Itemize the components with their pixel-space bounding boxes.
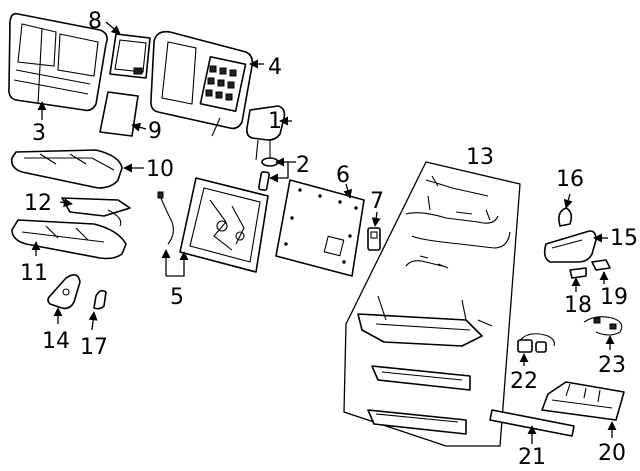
callout-19: 19 [600,285,628,310]
frame-grid [205,65,237,101]
callout-20: 20 [598,441,626,466]
part-1-headrest [246,105,286,161]
leader-5b [166,251,189,277]
callout-14: 14 [42,329,70,354]
part-22-connector [517,333,555,353]
callout-12: 12 [24,191,52,216]
leader-8 [105,21,121,35]
part-17-small-cover [93,289,107,310]
part-11-seat-base [11,219,127,260]
callout-8: 8 [88,9,102,34]
part-16-hook [558,207,573,227]
part-10-seat-cushion [10,149,123,189]
part-9-pad [99,91,139,137]
part-21-rail [489,409,575,437]
part-23-wiring-harness [583,316,623,336]
part-13-adjuster-assembly [343,161,521,447]
callout-22: 22 [510,369,538,394]
leader-17 [88,311,98,331]
callout-3: 3 [32,121,46,146]
callout-16: 16 [556,167,584,192]
part-18-clip [569,267,587,279]
part-19-clip [591,259,611,271]
leader-12 [59,198,73,208]
part-20-track-assembly [541,381,625,421]
part-2-headrest-guides [258,157,279,192]
callout-4: 4 [268,55,282,80]
part-5-frame-and-cable [157,177,269,273]
leader-16 [563,193,573,209]
callout-2: 2 [296,153,310,178]
part-7-latch [367,227,381,251]
callout-18: 18 [564,293,592,318]
leader-7 [371,211,381,227]
part-4-seat-back-frame [150,30,254,137]
part-8-back-panel [109,33,151,79]
callout-10: 10 [146,157,174,182]
callout-21: 21 [518,445,546,470]
leader-6 [343,183,353,199]
callout-5: 5 [170,285,184,310]
part-3-seat-back-cushion [8,12,108,112]
callout-1: 1 [268,109,282,134]
callout-6: 6 [336,163,350,188]
leader-2b [269,162,289,183]
part-15-side-shield [543,230,597,263]
callout-7: 7 [370,189,384,214]
callout-11: 11 [20,261,48,286]
part-14-trim-cover [47,274,81,310]
callout-15: 15 [610,226,638,251]
leader-9 [131,122,147,132]
part-6-back-board [275,179,365,277]
callout-13: 13 [466,145,494,170]
callout-9: 9 [148,119,162,144]
callout-23: 23 [598,353,626,378]
callout-17: 17 [80,335,108,360]
part-12-cushion-pad [61,197,131,227]
